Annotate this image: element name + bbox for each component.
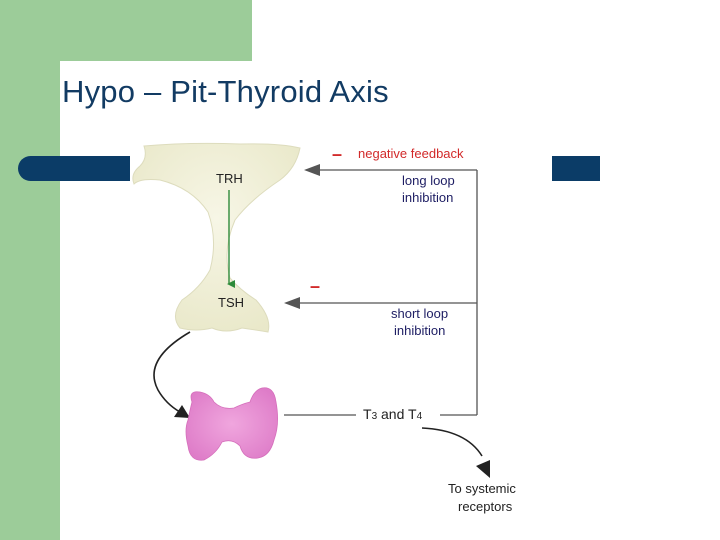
short-loop-arrowhead <box>284 297 300 309</box>
t4-subscript: 4 <box>417 411 423 422</box>
content-corner <box>60 61 252 101</box>
title-underline-bar-left <box>18 156 148 181</box>
short-loop-label-line1: short loop <box>391 306 448 321</box>
t3-prefix: T <box>363 406 372 422</box>
long-loop-label-line1: long loop <box>402 173 455 188</box>
systemic-receptors-line1: To systemic <box>448 481 516 496</box>
left-accent-band <box>0 0 60 540</box>
t3-t4-label: T3 and T4 <box>363 406 423 422</box>
long-loop-label-line2: inhibition <box>402 190 453 205</box>
negative-feedback-label: negative feedback <box>358 146 464 161</box>
hormone-to-receptors-arrow <box>421 427 483 457</box>
thyroid-gland-shape <box>185 387 278 461</box>
long-loop-minus-sign: – <box>332 144 342 164</box>
top-accent-band <box>60 0 252 61</box>
t3-subscript: 3 <box>372 411 378 422</box>
tsh-label: TSH <box>218 295 244 310</box>
slide-title: Hypo – Pit-Thyroid Axis <box>62 74 389 109</box>
trh-label: TRH <box>216 171 243 186</box>
tsh-to-thyroid-arrowhead <box>174 405 190 418</box>
feedback-diagram: TRH TSH – negative feedback long loop in… <box>130 140 550 525</box>
hormone-to-receptors-arrowhead <box>476 460 490 478</box>
long-loop-arrowhead <box>304 164 320 176</box>
diagram-canvas: TRH TSH – negative feedback long loop in… <box>132 142 516 514</box>
pituitary-gland-shape <box>132 142 301 333</box>
systemic-receptors-line2: receptors <box>458 499 513 514</box>
tsh-to-thyroid-arrow <box>153 331 191 413</box>
short-loop-minus-sign: – <box>310 276 320 296</box>
title-underline-bar-right <box>552 156 600 181</box>
and-t4-text: and T <box>377 406 417 422</box>
short-loop-label-line2: inhibition <box>394 323 445 338</box>
